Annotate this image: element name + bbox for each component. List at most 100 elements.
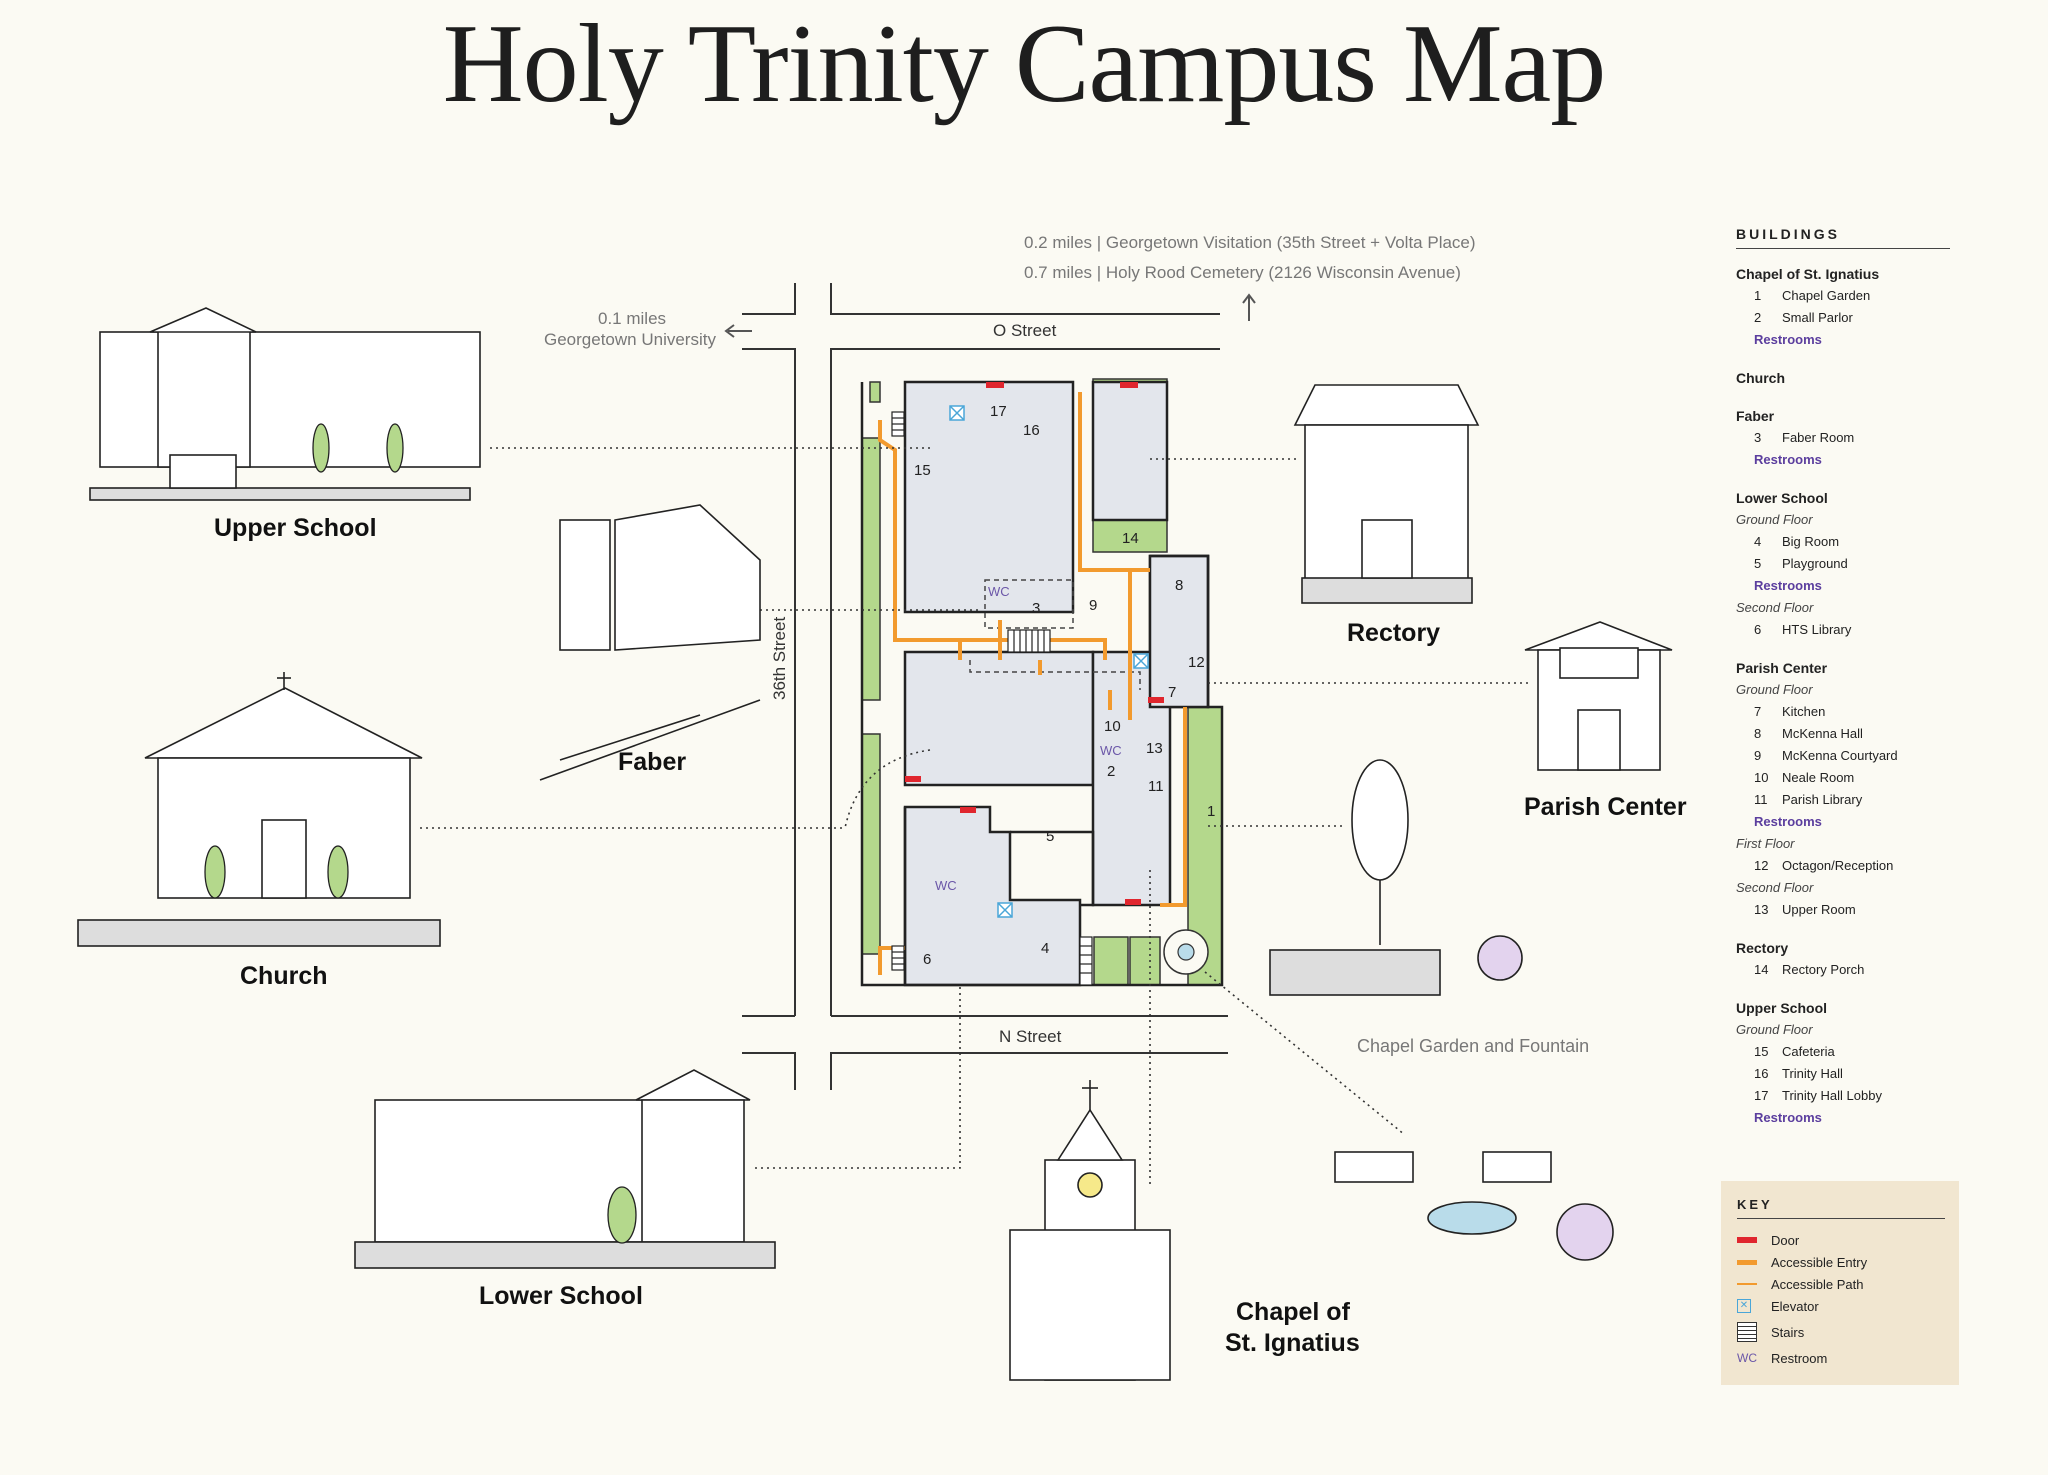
legend-room-label: Chapel Garden	[1782, 288, 1871, 303]
legend-building-name[interactable]: Upper School	[1736, 1000, 1828, 1016]
legend-room: 6 HTS Library	[1736, 619, 1950, 641]
legend-floor: First Floor	[1736, 836, 1795, 851]
legend-room-label: HTS Library	[1782, 622, 1852, 637]
map-number-12: 12	[1188, 654, 1205, 671]
west-distance-1: 0.1 miles	[598, 309, 667, 328]
upper-school-illustration	[89, 307, 481, 501]
map-number-13: 13	[1146, 740, 1163, 757]
legend-room-number: 11	[1754, 792, 1768, 807]
map-number-5: 5	[1046, 828, 1055, 845]
legend-room-label: Faber Room	[1782, 430, 1855, 445]
legend-room-label: Upper Room	[1782, 902, 1856, 917]
key-accessible-path: Accessible Path	[1721, 1273, 1959, 1295]
faber-illustration	[539, 504, 761, 781]
legend-building-group: Chapel of St. Ignatius 1 Chapel Garden 2 Sma…	[1736, 263, 1950, 351]
street-south: N Street	[999, 1027, 1062, 1046]
legend-room-number: 3	[1754, 430, 1762, 445]
key-door: Door	[1721, 1229, 1959, 1251]
map-number-9: 9	[1089, 597, 1098, 614]
key-restroom: WC Restroom	[1721, 1347, 1959, 1369]
legend-room-number: 17	[1754, 1088, 1769, 1103]
map-number-14: 14	[1122, 530, 1139, 547]
restroom-icon: WC	[1737, 1351, 1757, 1365]
key-stairs: Stairs	[1721, 1317, 1959, 1347]
map-number-3: 3	[1032, 600, 1041, 617]
stairs	[891, 411, 1093, 986]
legend-building-name[interactable]: Parish Center	[1736, 660, 1828, 676]
lower-school-illustration	[354, 1069, 776, 1269]
street-curbs	[742, 283, 1228, 1090]
legend-room-label: Cafeteria	[1782, 1044, 1835, 1059]
legend-room-number: 7	[1754, 704, 1762, 719]
key-label: Stairs	[1771, 1324, 1805, 1340]
key-header: KEY	[1737, 1197, 1945, 1219]
legend-floor: Second Floor	[1736, 600, 1814, 615]
legend-building-name[interactable]: Rectory	[1736, 940, 1789, 956]
label-church[interactable]: Church	[240, 962, 328, 990]
legend-restrooms: Restrooms	[1754, 814, 1822, 829]
map-number-8: 8	[1175, 577, 1184, 594]
map-wc-faber: WC	[988, 584, 1010, 599]
legend-room-label: Kitchen	[1782, 704, 1826, 719]
legend-building-name[interactable]: Lower School	[1736, 490, 1828, 506]
key-elevator: ✕ Elevator	[1721, 1295, 1959, 1317]
map-number-17: 17	[990, 403, 1007, 420]
legend-building-name[interactable]: Church	[1736, 370, 1785, 386]
legend-room-number: 1	[1754, 288, 1762, 303]
legend-room-number: 10	[1754, 770, 1769, 785]
north-distance-2: 0.7 miles | Holy Rood Cemetery (2126 Wis…	[1024, 263, 1461, 282]
illustrations	[77, 307, 1673, 1381]
legend-room-number: 9	[1754, 748, 1762, 763]
label-chapel-line2[interactable]: St. Ignatius	[1225, 1329, 1360, 1357]
map-key: KEY Door Accessible Entry Accessible Pat…	[1721, 1181, 1959, 1385]
label-rectory[interactable]: Rectory	[1347, 619, 1441, 647]
label-chapel-line1[interactable]: Chapel of	[1236, 1298, 1350, 1326]
leader-lines	[420, 447, 1530, 1185]
map-number-10: 10	[1104, 718, 1121, 735]
legend-room-label: Small Parlor	[1782, 310, 1853, 325]
legend-room-label: McKenna Courtyard	[1782, 748, 1898, 763]
legend-building-name[interactable]: Faber	[1736, 408, 1775, 424]
church-illustration	[77, 672, 441, 947]
label-chapel-garden[interactable]: Chapel Garden and Fountain	[1357, 1036, 1590, 1056]
map-number-2: 2	[1107, 763, 1116, 780]
legend-restrooms: Restrooms	[1754, 1110, 1822, 1125]
stairs-icon	[1737, 1322, 1757, 1342]
buildings	[903, 380, 1210, 987]
legend-room-number: 2	[1754, 310, 1762, 325]
legend-building-name[interactable]: Chapel of St. Ignatius	[1736, 266, 1880, 282]
map-title: Holy Trinity Campus Map	[442, 2, 1607, 126]
legend-room-number: 12	[1754, 858, 1769, 873]
legend-room-label: Rectory Porch	[1782, 962, 1865, 977]
label-upper-school[interactable]: Upper School	[214, 514, 377, 542]
rectory-illustration	[1293, 384, 1480, 604]
legend-room-number: 4	[1754, 534, 1762, 549]
label-parish-center[interactable]: Parish Center	[1524, 793, 1687, 821]
key-label: Door	[1771, 1232, 1800, 1248]
map-number-6: 6	[923, 951, 932, 968]
legend-header: BUILDINGS	[1736, 226, 1950, 249]
legend-room-label: Big Room	[1782, 534, 1840, 549]
legend-room: 1 Chapel Garden	[1736, 285, 1950, 307]
label-lower-school[interactable]: Lower School	[479, 1282, 643, 1310]
legend-room-label: McKenna Hall	[1782, 726, 1863, 741]
legend-room-number: 6	[1754, 622, 1762, 637]
garden-illustration	[1269, 759, 1523, 996]
key-label: Restroom	[1771, 1350, 1828, 1366]
legend-building-group: Church	[1736, 367, 1950, 389]
map-number-7: 7	[1168, 684, 1177, 701]
accessible-entry-icon	[1737, 1259, 1757, 1265]
label-faber[interactable]: Faber	[618, 748, 687, 776]
fountain-icon	[1177, 943, 1195, 961]
